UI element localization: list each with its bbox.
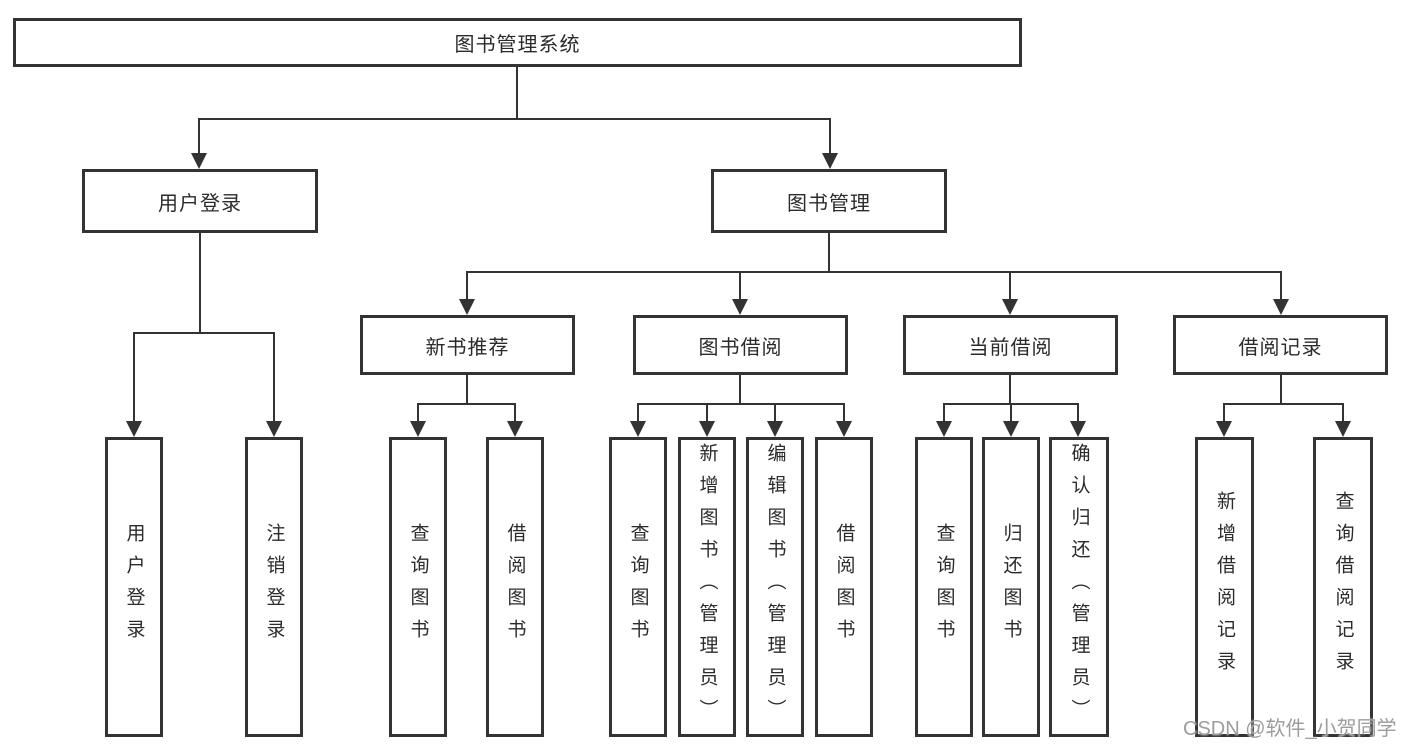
watermark: CSDN @软件_小贺同学 [1183, 718, 1397, 740]
leaf-user-login-label: 用户登录 [123, 523, 145, 651]
leaf-bb-edit-book-admin: 编辑图书（管理员） [746, 437, 804, 737]
connector-new-book-rec-drop [466, 271, 468, 301]
arrowhead-book-borrow [732, 299, 748, 315]
leaf-bb-add-book-admin-label: 新增图书（管理员） [696, 443, 718, 731]
arrowhead-br-leaf2 [1335, 421, 1351, 437]
leaf-br-add-record-label: 新增借阅记录 [1214, 491, 1235, 683]
arrowhead-cb-leaf1 [936, 421, 952, 437]
connector-new-book-rec-stem [466, 375, 468, 404]
arrowhead-leaf-login [126, 421, 142, 437]
connector-borrow-record-drop [1280, 271, 1282, 301]
arrowhead-leaf-logout [266, 421, 282, 437]
connector-level2-bus [198, 118, 831, 120]
leaf-bb-add-book-admin: 新增图书（管理员） [678, 437, 736, 737]
node-book-borrow-label: 图书借阅 [698, 336, 783, 359]
connector-leaf-login-drop [133, 332, 135, 421]
connector-nbr-leaf1-drop [417, 403, 419, 423]
node-book-borrow: 图书借阅 [633, 315, 848, 375]
arrowhead-cb-leaf3 [1070, 421, 1086, 437]
connector-cb-leaf1-drop [943, 403, 945, 423]
leaf-cb-return-book: 归还图书 [982, 437, 1040, 737]
arrowhead-book-mgmt [822, 153, 838, 169]
connector-user-login-stem [199, 233, 201, 333]
connector-bb-leaf2-drop [706, 403, 708, 423]
connector-book-borrow-drop [739, 271, 741, 301]
connector-br-leaf2-drop [1342, 403, 1344, 423]
connector-new-book-rec-bus [417, 403, 516, 405]
connector-book-mgmt-stem [828, 233, 830, 272]
arrowhead-bb-leaf1 [630, 421, 646, 437]
connector-book-borrow-stem [739, 375, 741, 404]
leaf-cb-query-book-label: 查询图书 [933, 523, 955, 651]
node-current-borrow-label: 当前借阅 [968, 336, 1053, 359]
arrowhead-cb-leaf2 [1003, 421, 1019, 437]
connector-br-leaf1-drop [1223, 403, 1225, 423]
arrowhead-bb-leaf2 [699, 421, 715, 437]
leaf-br-query-record-label: 查询借阅记录 [1332, 491, 1354, 683]
node-book-mgmt-label: 图书管理 [787, 192, 871, 215]
connector-user-login-bus [133, 332, 275, 334]
leaf-br-query-record: 查询借阅记录 [1313, 437, 1373, 737]
connector-book-borrow-bus [637, 403, 845, 405]
node-borrow-record-label: 借阅记录 [1238, 336, 1323, 359]
arrowhead-borrow-record [1273, 299, 1289, 315]
node-root-label: 图书管理系统 [454, 34, 581, 56]
arrowhead-bb-leaf4 [836, 421, 852, 437]
arrowhead-br-leaf1 [1216, 421, 1232, 437]
arrowhead-bb-leaf3 [767, 421, 783, 437]
arrowhead-current-borrow [1002, 299, 1018, 315]
connector-current-borrow-stem [1009, 375, 1011, 404]
leaf-nbr-query-book: 查询图书 [389, 437, 447, 737]
connector-bb-leaf4-drop [843, 403, 845, 423]
leaf-bb-borrow-book-label: 借阅图书 [833, 523, 855, 651]
leaf-nbr-borrow-book-label: 借阅图书 [504, 523, 526, 651]
node-user-login: 用户登录 [82, 169, 318, 233]
leaf-logout-label: 注销登录 [263, 523, 285, 651]
connector-cb-leaf2-drop [1010, 403, 1012, 423]
leaf-bb-query-book: 查询图书 [609, 437, 667, 737]
leaf-nbr-query-book-label: 查询图书 [407, 523, 429, 651]
leaf-logout: 注销登录 [245, 437, 303, 737]
leaf-cb-confirm-return-admin-label: 确认归还（管理员） [1068, 443, 1090, 731]
leaf-bb-edit-book-admin-label: 编辑图书（管理员） [764, 443, 786, 731]
connector-root-stem [516, 67, 518, 119]
leaf-br-add-record: 新增借阅记录 [1195, 437, 1254, 737]
node-borrow-record: 借阅记录 [1173, 315, 1388, 375]
connector-book-mgmt-drop [829, 118, 831, 154]
node-new-book-rec: 新书推荐 [360, 315, 575, 375]
arrowhead-new-book-rec [459, 299, 475, 315]
node-root: 图书管理系统 [13, 18, 1022, 67]
connector-cb-leaf3-drop [1077, 403, 1079, 423]
leaf-cb-query-book: 查询图书 [915, 437, 973, 737]
leaf-user-login: 用户登录 [105, 437, 163, 737]
leaf-nbr-borrow-book: 借阅图书 [486, 437, 544, 737]
connector-borrow-record-bus [1223, 403, 1344, 405]
connector-bb-leaf3-drop [774, 403, 776, 423]
connector-leaf-logout-drop [273, 332, 275, 421]
connector-current-borrow-drop [1009, 271, 1011, 301]
arrowhead-nbr-leaf1 [410, 421, 426, 437]
node-user-login-label: 用户登录 [158, 192, 242, 215]
arrowhead-user-login [191, 153, 207, 169]
leaf-cb-return-book-label: 归还图书 [1000, 523, 1022, 651]
node-new-book-rec-label: 新书推荐 [425, 336, 510, 359]
leaf-bb-borrow-book: 借阅图书 [815, 437, 873, 737]
arrowhead-nbr-leaf2 [507, 421, 523, 437]
leaf-cb-confirm-return-admin: 确认归还（管理员） [1049, 437, 1109, 737]
leaf-bb-query-book-label: 查询图书 [627, 523, 649, 651]
connector-user-login-drop [198, 118, 200, 154]
node-book-mgmt: 图书管理 [711, 169, 947, 233]
connector-level3-bus [466, 271, 1282, 273]
connector-nbr-leaf2-drop [514, 403, 516, 423]
connector-bb-leaf1-drop [637, 403, 639, 423]
node-current-borrow: 当前借阅 [903, 315, 1118, 375]
connector-borrow-record-stem [1280, 375, 1282, 404]
